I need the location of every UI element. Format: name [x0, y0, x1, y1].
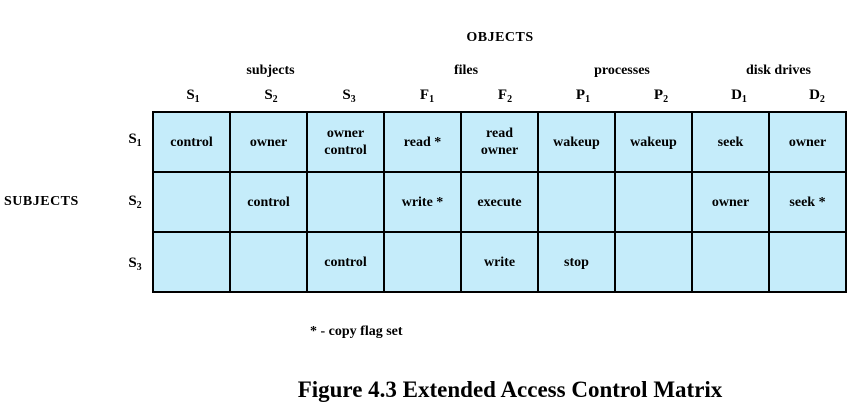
- matrix-cell: seek: [691, 111, 770, 173]
- column-header: P1: [544, 87, 622, 105]
- group-label-files: files: [453, 63, 479, 78]
- column-header: D2: [778, 87, 856, 105]
- column-header: S1: [154, 87, 232, 105]
- column-header-subscript: 2: [507, 94, 513, 105]
- matrix-cell: [152, 231, 231, 293]
- matrix-cell: [768, 231, 847, 293]
- column-header: P2: [622, 87, 700, 105]
- column-header-letter: F: [419, 87, 430, 103]
- matrix-cell: execute: [460, 171, 539, 233]
- column-header-subscript: 1: [429, 94, 435, 105]
- matrix-cell: [306, 171, 385, 233]
- matrix-cell: [152, 171, 231, 233]
- objects-heading: OBJECTS: [466, 30, 534, 45]
- footnote: * - copy flag set: [310, 324, 403, 339]
- row-header-letter: S: [128, 193, 137, 209]
- column-header-letter: S: [186, 87, 195, 103]
- group-label-processes: processes: [594, 63, 650, 78]
- matrix-cell: write: [460, 231, 539, 293]
- column-header-letter: S: [264, 87, 273, 103]
- matrix-cell: control: [306, 231, 385, 293]
- row-header-subscript: 2: [136, 200, 142, 211]
- column-header-subscript: 1: [194, 94, 200, 105]
- column-header-letter: P: [653, 87, 664, 103]
- column-header-subscript: 3: [350, 94, 356, 105]
- column-header-letter: D: [731, 87, 742, 103]
- column-header: F2: [466, 87, 544, 105]
- column-header: D1: [700, 87, 778, 105]
- row-header-subscript: 3: [136, 262, 142, 273]
- column-header-subscript: 2: [272, 94, 278, 105]
- matrix-cell: [383, 231, 462, 293]
- matrix-cell: write *: [383, 171, 462, 233]
- matrix-cell: control: [152, 111, 231, 173]
- row-header-letter: S: [128, 255, 137, 271]
- matrix-cell: owner: [229, 111, 308, 173]
- column-header-letter: D: [809, 87, 820, 103]
- column-header-subscript: 2: [663, 94, 669, 105]
- column-header-letter: S: [342, 87, 351, 103]
- group-label-subjects: subjects: [246, 63, 295, 78]
- column-header: S3: [310, 87, 388, 105]
- matrix-cell: wakeup: [614, 111, 693, 173]
- subjects-heading: SUBJECTS: [4, 194, 79, 209]
- matrix-cell: [614, 171, 693, 233]
- matrix-cell: [229, 231, 308, 293]
- column-header-subscript: 1: [585, 94, 591, 105]
- row-header-subscript: 1: [136, 138, 142, 149]
- matrix-cell: wakeup: [537, 111, 616, 173]
- matrix-cell: [614, 231, 693, 293]
- column-header-letter: F: [497, 87, 508, 103]
- row-header-letter: S: [128, 131, 137, 147]
- column-header: F1: [388, 87, 466, 105]
- column-header-letter: P: [575, 87, 586, 103]
- row-header: S2: [118, 193, 152, 211]
- matrix-cell: owner: [691, 171, 770, 233]
- column-header: S2: [232, 87, 310, 105]
- column-header-subscript: 1: [741, 94, 747, 105]
- figure-caption: Figure 4.3 Extended Access Control Matri…: [297, 377, 723, 402]
- matrix-cell: owner: [768, 111, 847, 173]
- matrix-cell: read *: [383, 111, 462, 173]
- row-header: S1: [118, 131, 152, 149]
- column-header-subscript: 2: [819, 94, 825, 105]
- matrix-cell: [691, 231, 770, 293]
- matrix-cell: read owner: [460, 111, 539, 173]
- matrix-cell: owner control: [306, 111, 385, 173]
- matrix-cell: control: [229, 171, 308, 233]
- matrix-cell: stop: [537, 231, 616, 293]
- row-header: S3: [118, 255, 152, 273]
- matrix-cell: seek *: [768, 171, 847, 233]
- group-label-disk-drives: disk drives: [746, 63, 811, 78]
- matrix-cell: [537, 171, 616, 233]
